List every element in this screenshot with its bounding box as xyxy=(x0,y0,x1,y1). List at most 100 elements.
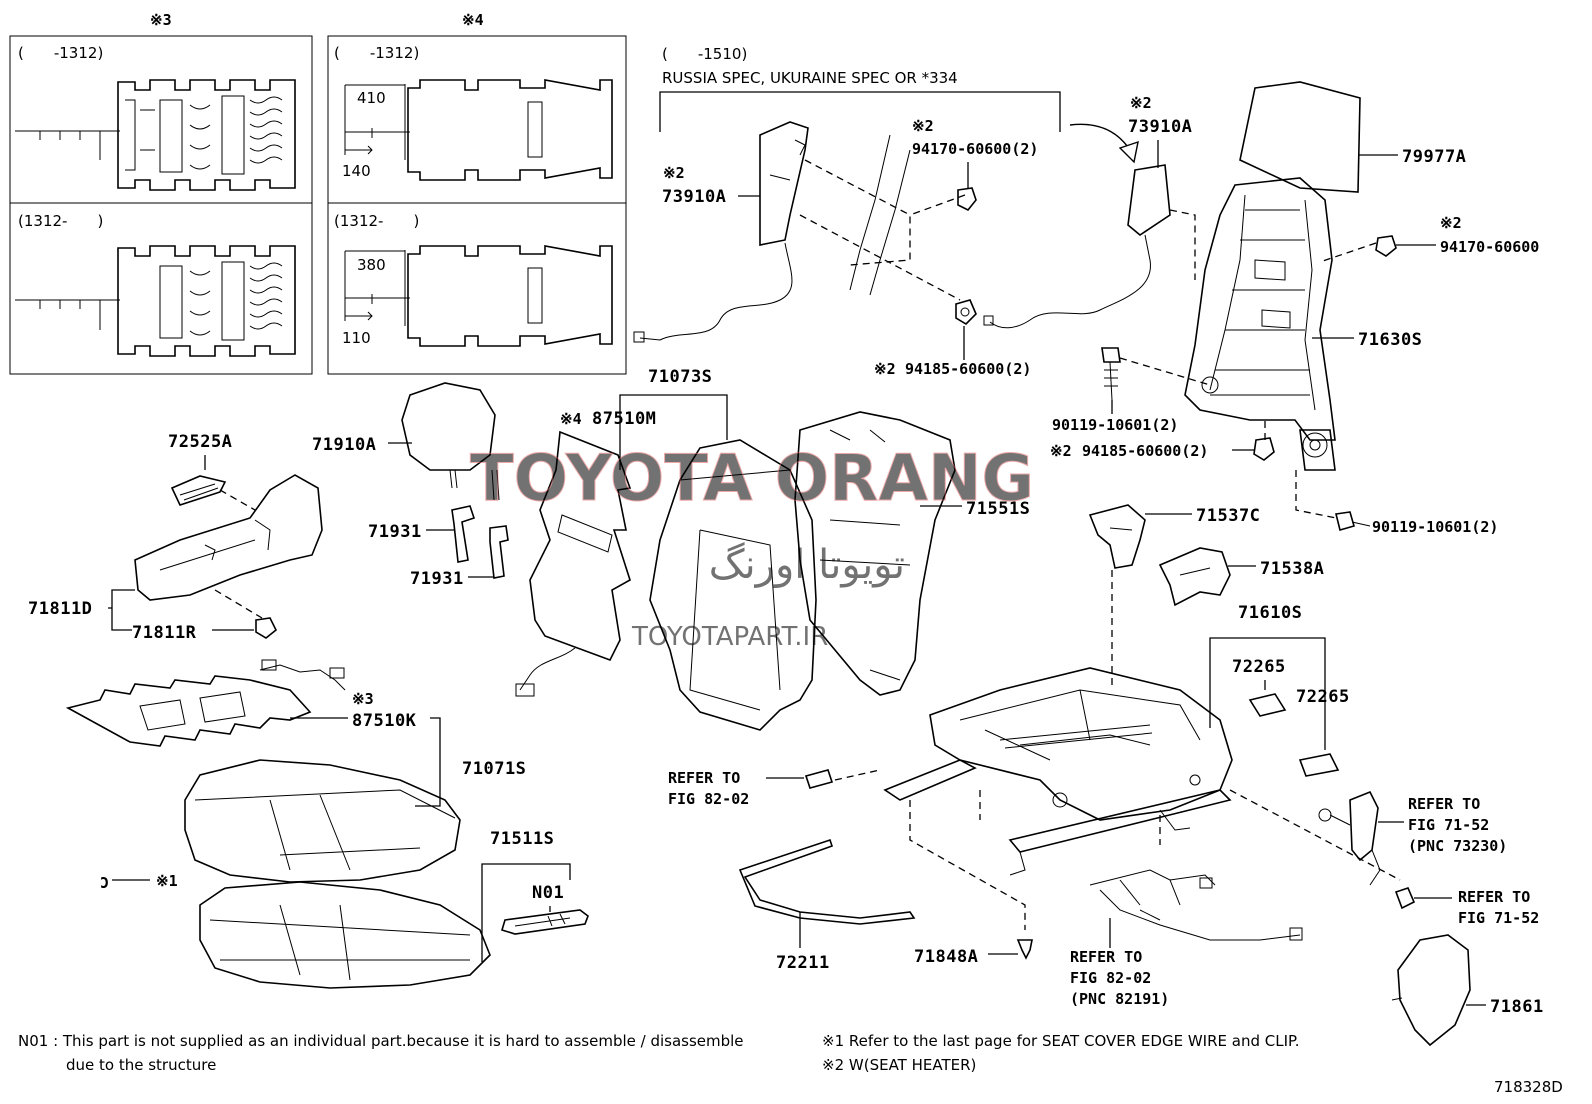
mark-2-d: ※2 xyxy=(874,360,896,378)
nut-94170-right-icon xyxy=(1375,235,1397,257)
cushion-heater-87510K-icon xyxy=(65,659,346,747)
label-72265-a: 72265 xyxy=(1232,657,1286,677)
mark-2-b: ※2 xyxy=(912,117,934,135)
bracket-71537C-icon xyxy=(1088,504,1146,569)
label-94185-mid: 94185-60600(2) xyxy=(1082,442,1208,460)
seatback-cover-71073S-icon xyxy=(649,439,817,731)
mark-2-e: ※2 xyxy=(1440,214,1462,232)
cushion-cover-71071S-icon xyxy=(184,759,461,883)
label-71610S: 71610S xyxy=(1238,603,1302,623)
bolt-90119-b-icon xyxy=(1335,511,1371,531)
mark-2-c: ※2 xyxy=(1130,94,1152,112)
label-73910A-right: 73910A xyxy=(1128,117,1192,137)
connector-icon xyxy=(804,769,834,789)
refer-fig82-b-line1[interactable]: REFER TO xyxy=(1070,948,1142,966)
seatback-frame-71630S-icon xyxy=(1184,177,1336,471)
label-72265-b: 72265 xyxy=(1296,687,1350,707)
watermark: TOYOTA ORANG تویوتا اورنگ TOYOTAPART.IR xyxy=(470,442,1035,653)
label-72525A: 72525A xyxy=(168,432,232,452)
refer-fig82-a-line1[interactable]: REFER TO xyxy=(668,769,740,787)
label-71537C: 71537C xyxy=(1196,506,1260,526)
watermark-main: TOYOTA ORANG xyxy=(470,442,1034,516)
footnote-note2: ※2 W(SEAT HEATER) xyxy=(822,1056,976,1074)
nut-94185-icon xyxy=(955,299,977,326)
seat-belt-buckle-icon xyxy=(1318,790,1381,886)
dim-110: 110 xyxy=(342,329,371,347)
label-71931-a: 71931 xyxy=(368,522,422,542)
label-90119-b: 90119-10601(2) xyxy=(1372,518,1498,536)
cover-72265-b-icon xyxy=(1298,753,1340,777)
arrow-icon xyxy=(1069,123,1131,151)
label-79977A: 79977A xyxy=(1402,147,1466,167)
inset-4-top-label: ( -1312) xyxy=(334,44,419,62)
mark-2-a: ※2 xyxy=(663,164,685,182)
refer-fig82-b-line3[interactable]: (PNC 82191) xyxy=(1070,990,1169,1008)
refer-fig71-a-line3[interactable]: (PNC 73230) xyxy=(1408,837,1507,855)
label-94170-right: 94170-60600 xyxy=(1440,238,1539,256)
label-71910A: 71910A xyxy=(312,435,376,455)
cover-71861-icon xyxy=(1391,934,1471,1047)
refer-fig71-b-line2[interactable]: FIG 71-52 xyxy=(1458,909,1539,927)
mark-3: ※3 xyxy=(352,690,374,708)
heater-mat-top-icon xyxy=(15,79,296,191)
clip-71848A-icon xyxy=(1016,939,1033,960)
refer-fig71-a-line1[interactable]: REFER TO xyxy=(1408,795,1480,813)
label-87510K: 87510K xyxy=(352,711,417,731)
label-90119-a: 90119-10601(2) xyxy=(1052,416,1178,434)
inset-box-seatback-heater: ※4 ( -1312) (1312- ) 410 140 380 110 xyxy=(327,11,627,375)
hook-icon: Ɔ xyxy=(100,874,109,892)
seatback-pad-71551S-icon xyxy=(794,411,956,696)
label-94185-top: 94185-60600(2) xyxy=(905,360,1031,378)
headrest-pad-79977A-icon xyxy=(1239,81,1361,193)
label-71630S: 71630S xyxy=(1358,330,1422,350)
mark-1: ※1 xyxy=(156,872,178,890)
nut-94185-mid-icon xyxy=(1253,437,1275,461)
side-airbag-right-icon xyxy=(983,164,1196,329)
inset-mark-3: ※3 xyxy=(150,11,172,29)
footnote-n01-line1: N01 : This part is not supplied as an in… xyxy=(18,1032,744,1050)
footnote-n01-line2: due to the structure xyxy=(66,1056,216,1074)
bracket-71538A-icon xyxy=(1158,547,1231,607)
dim-380: 380 xyxy=(357,256,386,274)
airbag-range-label: ( -1510) xyxy=(662,45,747,63)
label-71071S: 71071S xyxy=(462,759,526,779)
wire-clip-71511S-icon xyxy=(501,909,589,935)
headrest-71910A-icon xyxy=(401,382,500,501)
inset-mark-4: ※4 xyxy=(462,11,484,29)
refer-fig71-b-line1[interactable]: REFER TO xyxy=(1458,888,1530,906)
footnote-note1: ※1 Refer to the last page for SEAT COVER… xyxy=(822,1032,1299,1050)
seatback-heater-87510M-icon xyxy=(515,430,632,697)
seatback-heater-bottom-icon xyxy=(344,245,613,347)
dim-410: 410 xyxy=(357,89,386,107)
wire-72211-icon xyxy=(738,838,916,925)
cover-72265-a-icon xyxy=(1248,693,1287,717)
label-94170-top: 94170-60600(2) xyxy=(912,140,1038,158)
dim-140: 140 xyxy=(342,162,371,180)
headrest-guide-71931-a-icon xyxy=(451,505,476,563)
nut-94170-icon xyxy=(957,187,977,212)
heater-mat-bottom-icon xyxy=(15,245,296,357)
refer-fig71-a-line2[interactable]: FIG 71-52 xyxy=(1408,816,1489,834)
cushion-pad-icon xyxy=(199,881,491,989)
watermark-persian: تویوتا اورنگ xyxy=(709,542,905,588)
label-87510M: 87510M xyxy=(592,409,656,429)
label-71511S: 71511S xyxy=(490,829,554,849)
label-N01: N01 xyxy=(532,883,564,903)
refer-fig82-b-line2[interactable]: FIG 82-02 xyxy=(1070,969,1151,987)
refer-fig82-a-line2[interactable]: FIG 82-02 xyxy=(668,790,749,808)
inset-frame-4 xyxy=(327,35,627,375)
seat-frame-71610S-icon xyxy=(883,667,1233,876)
inset-3-top-label: ( -1312) xyxy=(18,44,103,62)
airbag-spec-group: ( -1510) RUSSIA SPEC, UKURAINE SPEC OR *… xyxy=(633,45,1196,343)
seatback-heater-top-icon xyxy=(344,79,613,181)
label-72211: 72211 xyxy=(776,953,830,973)
label-71073S: 71073S xyxy=(648,367,712,387)
label-71811D: 71811D xyxy=(28,599,92,619)
label-71811R: 71811R xyxy=(132,623,197,643)
watermark-sub: TOYOTAPART.IR xyxy=(631,622,828,652)
mark-2-f: ※2 xyxy=(1050,442,1072,460)
drawing-id: 718328D xyxy=(1494,1078,1563,1096)
label-71551S: 71551S xyxy=(966,499,1030,519)
